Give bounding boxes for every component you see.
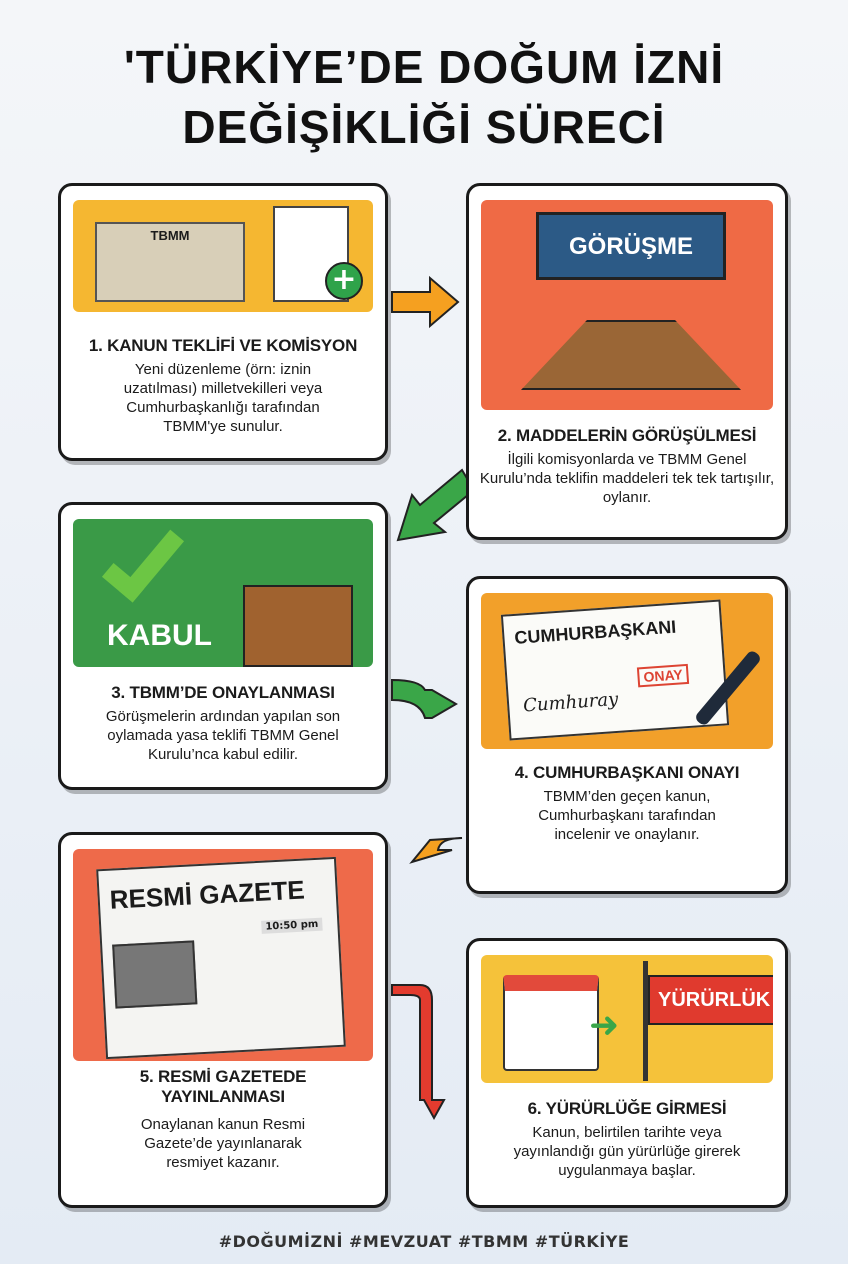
meeting-table [521,320,741,390]
step-4-description: TBMM’den geçen kanun, Cumhurbaşkanı tara… [538,788,716,843]
hashtags: #DOĞUMİZNİ #MEVZUAT #TBMM #TÜRKİYE [218,1232,630,1251]
arrow-1-to-2 [391,275,460,329]
kabul-label: KABUL [107,619,212,652]
step-2-title: 2. MADDELERİN GÖRÜŞÜLMESİ [497,426,757,445]
yururluk-flag: YÜRÜRLÜK [648,975,773,1025]
yururluk-label: YÜRÜRLÜK [658,989,771,1011]
ballot-box-icon [243,585,353,667]
step-3-illustration: KABUL [73,519,373,667]
step-card-1: TBMM + 1. KANUN TEKLİFİ VE KOMİSYON Yeni… [58,183,388,461]
tbmm-label: TBMM [150,228,190,243]
arrow-3-to-4 [391,678,458,719]
checkmark-icon [101,519,185,603]
step-card-5: RESMİ GAZETE 10:50 pm 5. RESMİ GAZETEDE … [58,832,388,1208]
step-4-title: 4. CUMHURBAŞKANI ONAYI [514,763,740,782]
step-1-title: 1. KANUN TEKLİFİ VE KOMİSYON [88,336,358,355]
screen-display: GÖRÜŞME [536,212,726,280]
resmi-gazete-label: RESMİ GAZETE [109,874,306,915]
time-label: 10:50 pm [261,917,323,934]
arrow-5-to-6 [391,984,446,1121]
calendar-icon [503,975,599,1071]
step-6-description: Kanun, belirtilen tarihte veya yayınland… [513,1124,741,1179]
step-2-description: İlgili komisyonlarda ve TBMM Genel Kurul… [479,451,775,506]
step-card-2: GÖRÜŞME 2. MADDELERİN GÖRÜŞÜLMESİ İlgili… [466,183,788,540]
right-arrow-icon: ➜ [589,1005,620,1046]
step-2-illustration: GÖRÜŞME [481,200,773,410]
newspaper-icon: RESMİ GAZETE 10:50 pm [96,856,346,1060]
newspaper-photo [112,940,198,1009]
parliament-building-icon: TBMM [95,222,245,302]
arrow-2-to-3 [396,468,476,542]
step-card-6: ➜ YÜRÜRLÜK 6. YÜRÜRLÜĞE GİRMESİ Kanun, b… [466,938,788,1208]
step-3-title: 3. TBMM’DE ONAYLANMASI [111,683,335,702]
step-3-description: Görüşmelerin ardından yapılan son oylama… [105,708,341,763]
step-5-title: 5. RESMİ GAZETEDE YAYINLANMASI [139,1067,307,1106]
page-title-line2: DEĞİŞİKLİĞİ SÜRECİ [182,101,666,153]
step-card-4: CUMHURBAŞKANI Cumhuray ONAY 4. CUMHURBAŞ… [466,576,788,894]
page-title-line1: 'TÜRKİYE’DE DOĞUM İZNİ [123,41,725,93]
step-6-title: 6. YÜRÜRLÜĞE GİRMESİ [527,1099,727,1118]
step-card-3: KABUL 3. TBMM’DE ONAYLANMASI Görüşmeleri… [58,502,388,790]
cumhurbaskani-label: CUMHURBAŞKANI [513,616,677,648]
flag-pole [643,961,648,1081]
step-1-illustration: TBMM + [73,200,373,312]
onay-stamp: ONAY [636,663,690,688]
step-4-illustration: CUMHURBAŞKANI Cumhuray ONAY [481,593,773,749]
arrow-4-to-5 [409,837,463,864]
gorusme-label: GÖRÜŞME [568,233,693,260]
plus-icon: + [325,262,363,300]
decree-document: CUMHURBAŞKANI Cumhuray ONAY [500,599,730,741]
step-6-illustration: ➜ YÜRÜRLÜK [481,955,773,1083]
signature: Cumhuray [522,688,619,717]
step-5-illustration: RESMİ GAZETE 10:50 pm [73,849,373,1061]
step-1-description: Yeni düzenleme (örn: iznin uzatılması) m… [123,361,323,435]
step-5-description: Onaylanan kanun Resmi Gazete’de yayınlan… [140,1116,306,1171]
